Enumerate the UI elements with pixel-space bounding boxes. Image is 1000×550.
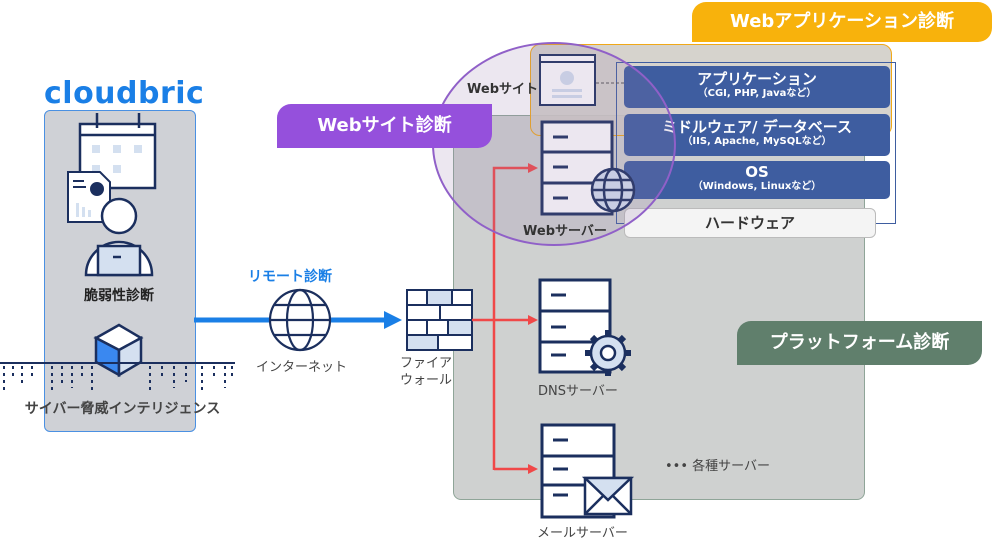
firewall-label: ファイア ウォール bbox=[386, 355, 466, 389]
layer-title: ミドルウェア/ データベース bbox=[662, 118, 852, 136]
layer-hardware: ハードウェア bbox=[624, 208, 876, 238]
arrow-head-icon bbox=[528, 315, 538, 325]
report-bars bbox=[76, 203, 91, 217]
arrow-head-icon bbox=[528, 464, 538, 474]
firewall-icon bbox=[406, 289, 473, 351]
website-diagnosis-tag: Webサイト診断 bbox=[277, 104, 492, 148]
internet-label: インターネット bbox=[256, 360, 348, 375]
layer-application: アプリケーション （CGI, PHP, Javaなど） bbox=[624, 66, 890, 108]
layer-title: アプリケーション bbox=[697, 70, 817, 88]
cloudbric-logo: cloudbric bbox=[44, 76, 205, 111]
various-servers-label: ••• 各種サーバー bbox=[665, 459, 771, 474]
data-stream-lines bbox=[3, 366, 233, 392]
layer-sub: （IIS, Apache, MySQLなど） bbox=[682, 136, 832, 147]
calendar-icon bbox=[78, 113, 157, 190]
layer-title: OS bbox=[745, 163, 769, 181]
firewall-label-line2: ウォール bbox=[399, 373, 452, 388]
web-application-diagnosis-tag: Webアプリケーション診断 bbox=[692, 2, 992, 42]
layer-sub: （CGI, PHP, Javaなど） bbox=[697, 88, 817, 99]
intel-cube-icon bbox=[93, 323, 144, 378]
envelope-icon bbox=[581, 476, 635, 516]
gear-icon bbox=[585, 330, 631, 376]
website-label: Webサイト bbox=[467, 82, 538, 97]
platform-diagnosis-tag: プラットフォーム診断 bbox=[737, 321, 982, 365]
calendar-days bbox=[92, 145, 142, 173]
threat-intelligence-label: サイバー脅威インテリジェンス bbox=[24, 401, 221, 417]
vulnerability-diagnosis-label: 脆弱性診断 bbox=[84, 288, 154, 304]
layer-sub: （Windows, Linuxなど） bbox=[692, 181, 822, 192]
firewall-label-line1: ファイア bbox=[399, 356, 452, 371]
analyst-person-icon bbox=[84, 197, 154, 277]
web-server-label: Webサーバー bbox=[523, 224, 607, 239]
mail-server-label: メールサーバー bbox=[537, 526, 628, 541]
remote-diagnosis-label: リモート診断 bbox=[248, 269, 332, 285]
globe-icon bbox=[268, 288, 332, 352]
arrow-head-icon bbox=[384, 311, 402, 329]
dns-server-label: DNSサーバー bbox=[538, 384, 618, 399]
mail-server-icon bbox=[540, 423, 616, 519]
